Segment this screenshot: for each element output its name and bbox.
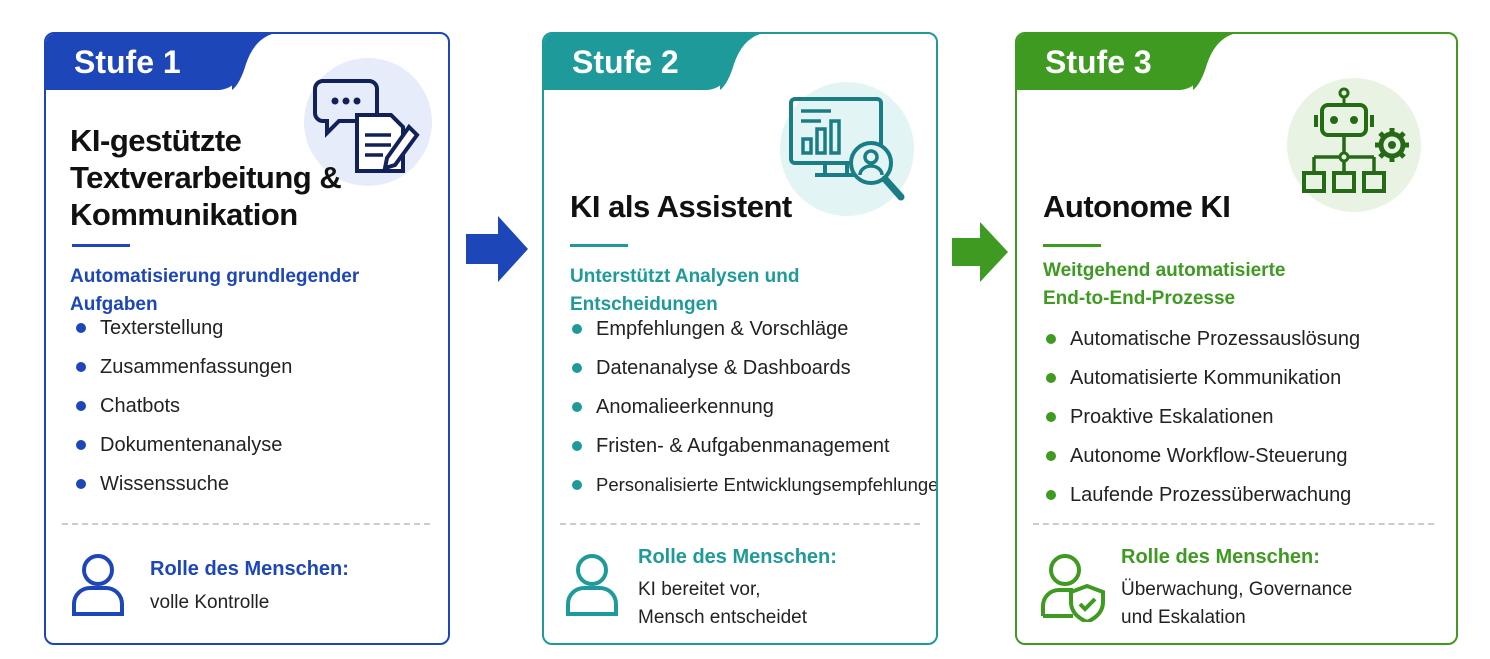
bullet-dot [76,401,86,411]
dashed-divider [560,523,920,525]
list-item: Anomalieerkennung [570,394,936,433]
person-icon [566,554,618,616]
bullet-dot [1046,490,1056,500]
stage-subtitle: Unterstützt Analysen und Entscheidungen [570,266,800,315]
role-description: KI bereitet vor, Mensch entscheidet [638,579,807,628]
list-item: Proaktive Eskalationen [1044,404,1360,443]
dashed-divider [1033,523,1434,525]
list-item: Automatische Prozessauslösung [1044,326,1360,365]
title-underline [72,244,130,247]
bullet-dot [572,363,582,373]
list-item: Empfehlungen & Vorschläge [570,316,936,355]
stage-tab: Stufe 2 [544,34,730,90]
bullet-dot [572,480,582,490]
list-item: Autonome Workflow-Steuerung [1044,443,1360,482]
list-item: Chatbots [74,393,292,432]
list-item: Datenanalyse & Dashboards [570,355,936,394]
feature-list: Empfehlungen & Vorschläge Datenanalyse &… [570,316,936,511]
stage-card-1: Stufe 1 KI-gestützte Textverarbeitung & … [44,32,450,645]
dashed-divider [62,523,430,525]
feature-list: Texterstellung Zusammenfassungen Chatbot… [74,315,292,510]
bullet-dot [76,440,86,450]
bullet-dot [572,441,582,451]
title-underline [570,244,628,247]
tab-corner [232,34,272,90]
stage-subtitle: Weitgehend automatisierte End-to-End-Pro… [1043,260,1286,309]
title-underline [1043,244,1101,247]
role-label: Rolle des Menschen: [1121,546,1320,568]
role-label: Rolle des Menschen: [638,546,837,568]
tab-corner [1193,34,1233,90]
stage-title: KI-gestützte Textverarbeitung & Kommunik… [70,123,342,232]
stage-tab: Stufe 1 [46,34,242,90]
list-item: Fristen- & Aufgabenmanagement [570,433,936,472]
bullet-dot [1046,412,1056,422]
stage-card-2: Stufe 2 KI als Assistent Unterstützt Ana… [542,32,938,645]
feature-list: Automatische Prozessauslösung Automatisi… [1044,326,1360,521]
list-item: Texterstellung [74,315,292,354]
list-item: Personalisierte Entwicklungsempfehlungen [570,472,936,511]
arrow-right-icon [466,216,528,282]
tab-corner [720,34,760,90]
stage-title: KI als Assistent [570,189,792,224]
role-label: Rolle des Menschen: [150,558,349,580]
robot-workflow-gear-icon [1287,78,1421,212]
stage-title: Autonome KI [1043,189,1231,224]
arrow-right-icon [952,222,1008,282]
bullet-dot [572,324,582,334]
stage-subtitle: Automatisierung grundlegender Aufgaben [70,266,360,315]
list-item: Laufende Prozessüberwachung [1044,482,1360,521]
role-description: volle Kontrolle [150,592,270,613]
list-item: Automatisierte Kommunikation [1044,365,1360,404]
list-item: Wissenssuche [74,471,292,510]
bullet-dot [1046,451,1056,461]
monitor-chart-search-icon [780,82,914,216]
chat-document-icon [304,58,432,186]
person-icon [72,554,124,616]
bullet-dot [1046,334,1056,344]
stage-tab: Stufe 3 [1017,34,1203,90]
bullet-dot [76,479,86,489]
list-item: Zusammenfassungen [74,354,292,393]
stage-card-3: Stufe 3 Autonome KI Weitgehend automatis… [1015,32,1458,645]
bullet-dot [76,323,86,333]
list-item: Dokumentenanalyse [74,432,292,471]
bullet-dot [1046,373,1056,383]
bullet-dot [76,362,86,372]
role-description: Überwachung, Governance und Eskalation [1121,579,1353,628]
bullet-dot [572,402,582,412]
person-shield-icon [1041,554,1105,622]
